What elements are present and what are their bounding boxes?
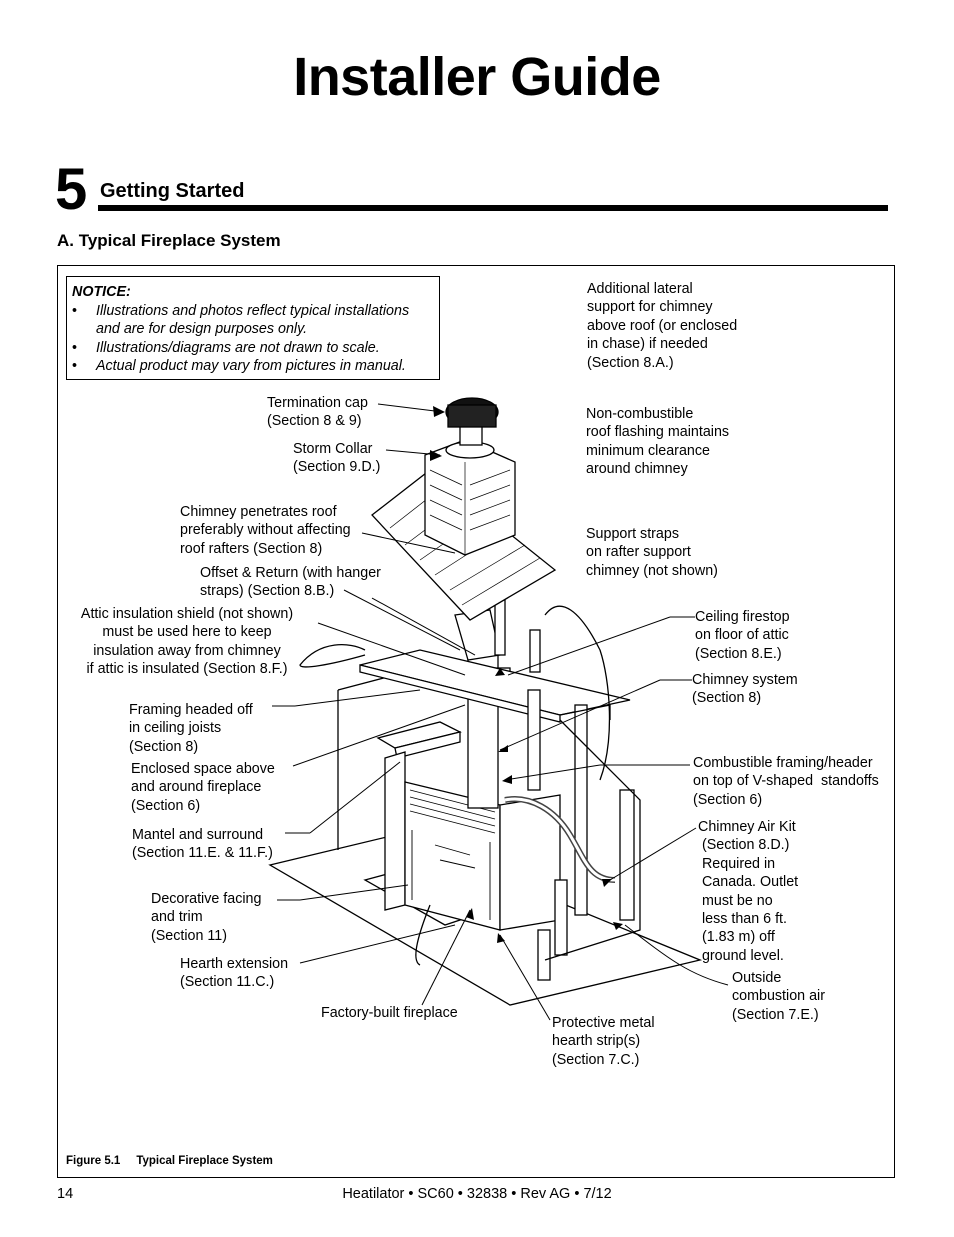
arrowheads	[430, 406, 623, 943]
label-hearth-strip: Protective metal hearth strip(s) (Sectio…	[552, 1015, 655, 1068]
figure-caption-number: Figure 5.1	[66, 1155, 121, 1167]
leader-lines	[272, 403, 729, 1021]
notice-box: NOTICE: Illustrations and photos reflect…	[66, 276, 440, 380]
label-enclosed-space: Enclosed space above and around fireplac…	[131, 761, 275, 814]
label-factory-built: Factory-built fireplace	[321, 1005, 458, 1021]
label-storm-collar: Storm Collar (Section 9.D.)	[293, 441, 381, 476]
label-hearth-extension: Hearth extension (Section 11.C.)	[180, 956, 289, 991]
figure-caption: Figure 5.1 Typical Fireplace System	[66, 1155, 273, 1167]
label-lateral-support: Additional lateral support for chimney a…	[587, 281, 738, 371]
notice-item: Actual product may vary from pictures in…	[72, 357, 433, 376]
label-chimney-air-kit: Chimney Air Kit (Section 8.D.) Required …	[698, 819, 799, 964]
page-title: Installer Guide	[293, 47, 661, 107]
figure-frame	[57, 265, 895, 1178]
label-combustible-framing: Combustible framing/header on top of V-s…	[693, 755, 879, 808]
section-rule	[98, 205, 888, 211]
section-title: Getting Started	[100, 180, 245, 202]
notice-item: Illustrations and photos reflect typical…	[72, 302, 433, 339]
label-outside-air: Outside combustion air (Section 7.E.)	[732, 970, 825, 1023]
figure-caption-text: Typical Fireplace System	[136, 1155, 273, 1167]
section-number: 5	[55, 157, 88, 222]
subsection-title: A. Typical Fireplace System	[57, 231, 281, 250]
page-number: 14	[57, 1186, 74, 1202]
page-footer: Heatilator • SC60 • 32838 • Rev AG • 7/1…	[342, 1186, 612, 1202]
label-ceiling-firestop: Ceiling firestop on floor of attic (Sect…	[695, 609, 790, 662]
label-offset-return: Offset & Return (with hanger straps) (Se…	[200, 565, 381, 600]
notice-item: Illustrations/diagrams are not drawn to …	[72, 339, 433, 358]
notice-heading: NOTICE:	[72, 284, 131, 300]
label-decorative-facing: Decorative facing and trim (Section 11)	[151, 891, 262, 944]
label-chimney-penetrates: Chimney penetrates roof preferably witho…	[180, 504, 351, 557]
label-termination-cap: Termination cap (Section 8 & 9)	[267, 395, 368, 430]
label-attic-shield: Attic insulation shield (not shown) must…	[80, 606, 294, 678]
label-chimney-system: Chimney system (Section 8)	[692, 672, 798, 707]
label-mantel: Mantel and surround (Section 11.E. & 11.…	[132, 827, 273, 862]
label-roof-flashing: Non-combustible roof flashing maintains …	[586, 406, 730, 478]
label-framing-headed: Framing headed off in ceiling joists (Se…	[129, 702, 253, 755]
label-support-straps: Support straps on rafter support chimney…	[586, 526, 718, 579]
